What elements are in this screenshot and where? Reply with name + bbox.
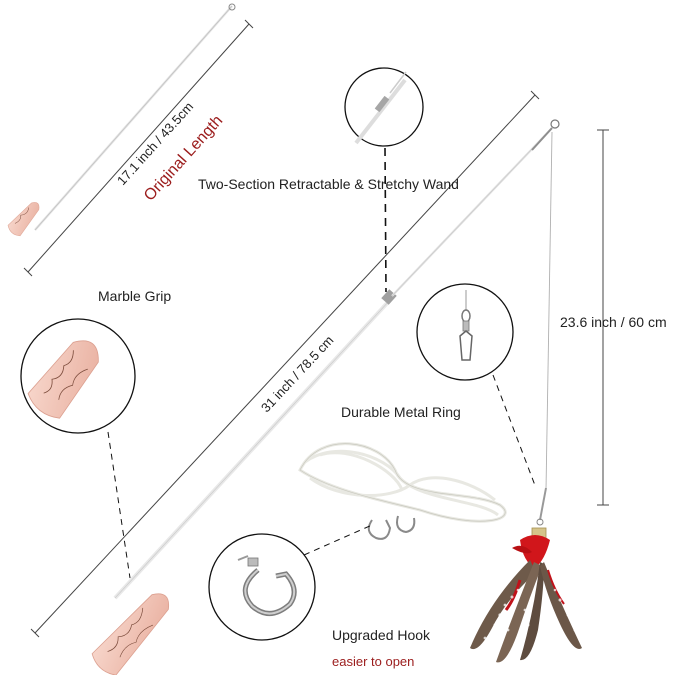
hook-label: Upgraded Hook <box>332 627 431 643</box>
long-length-dimension <box>30 90 540 638</box>
wand-feature-label: Two-Section Retractable & Stretchy Wand <box>198 176 459 192</box>
coil-clasps <box>367 515 416 540</box>
coiled-string-outline <box>299 443 506 522</box>
feather-lure <box>470 487 582 663</box>
ring-label: Durable Metal Ring <box>341 404 461 420</box>
grip-inset <box>20 318 136 579</box>
long-wand <box>91 119 560 675</box>
joint-inset <box>344 67 424 293</box>
hook-inset <box>208 524 373 641</box>
short-wand <box>7 3 236 237</box>
hook-note-label: easier to open <box>332 654 415 669</box>
string-size-label: 23.6 inch / 60 cm <box>560 314 667 330</box>
short-length-dimension <box>23 19 254 277</box>
string-length-dimension <box>597 129 609 506</box>
string-line <box>545 131 553 491</box>
coiled-string <box>298 442 507 523</box>
ring-inset <box>416 283 537 489</box>
grip-label: Marble Grip <box>98 288 172 304</box>
